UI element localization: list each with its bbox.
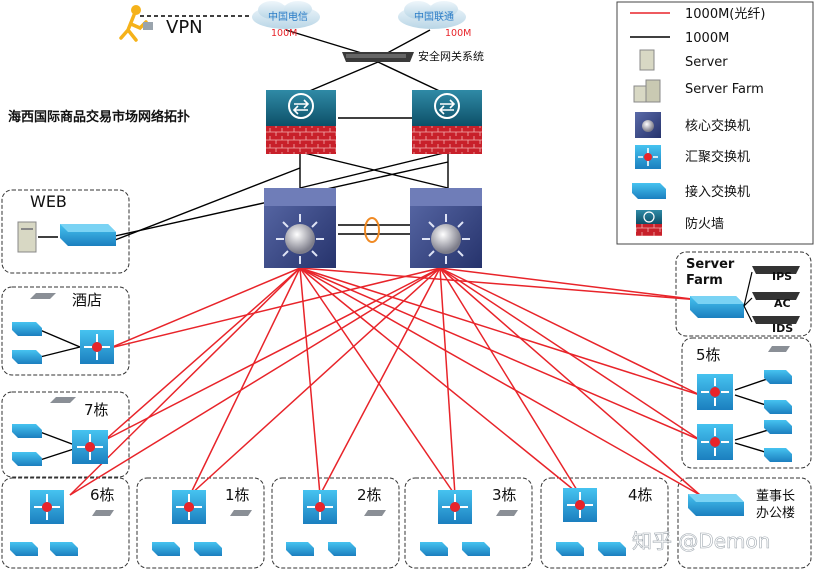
watermark: 知乎 @Demon — [632, 529, 770, 553]
b7-access-switch-1-icon — [12, 424, 42, 438]
hotel-wifi-ap-icon — [30, 293, 56, 299]
hotel-group-label: 酒店 — [72, 291, 102, 309]
exec-access-switch-icon — [688, 494, 744, 516]
b4-access-switches-icon — [556, 542, 626, 556]
firewall-left-icon — [266, 90, 336, 154]
legend-server-icon — [639, 49, 655, 71]
ids-label: IDS — [772, 322, 793, 335]
b1-aggregation-switch-icon — [172, 490, 206, 524]
server-farm-group-box — [675, 251, 812, 337]
b6-aggregation-switch-icon — [30, 490, 64, 524]
legend-access-switch-icon — [632, 183, 666, 199]
legend-firewall-label: 防火墙 — [685, 216, 724, 232]
hotel-access-switch-2-icon — [12, 350, 42, 364]
b2-group-label: 2栋 — [357, 486, 382, 504]
b5-aggregation-switch-1-icon — [697, 374, 733, 410]
b2-group-box — [271, 477, 400, 569]
b6-group-label: 6栋 — [90, 486, 115, 504]
isp2-bandwidth: 100M — [445, 28, 471, 39]
ac-appliance-icon — [752, 292, 800, 300]
b4-aggregation-switch-icon — [563, 488, 597, 522]
web-server-icon — [17, 221, 37, 253]
gateway-label: 安全网关系统 — [418, 49, 484, 63]
b2-access-switches-icon — [286, 510, 386, 556]
server-farm-switch-icon — [690, 296, 744, 318]
link-aggregation-ring — [364, 217, 380, 243]
b4-group-label: 4栋 — [628, 486, 653, 504]
b3-group-label: 3栋 — [492, 486, 517, 504]
ids-appliance-icon — [752, 316, 800, 324]
legend-aggregation-label: 汇聚交换机 — [685, 149, 750, 165]
b7-aggregation-switch-icon — [72, 430, 108, 464]
legend: 1000M(光纤) 1000M Server Server Farm 核心交换机… — [630, 7, 765, 236]
legend-server-farm-label: Server Farm — [685, 82, 764, 97]
exec-group-label-line2: 办公楼 — [756, 506, 795, 521]
web-group-label: WEB — [30, 192, 67, 211]
legend-server-label: Server — [685, 55, 728, 70]
exec-group-box — [677, 477, 812, 569]
diagram-title: 海西国际商品交易市场网络拓扑 — [8, 109, 190, 125]
b5-group-box — [681, 337, 812, 469]
fiber-links — [69, 267, 701, 496]
hotel-group-box — [1, 286, 130, 376]
legend-core-label: 核心交换机 — [685, 118, 750, 134]
legend-firewall-icon — [636, 210, 662, 236]
core-switch-right-icon — [410, 188, 482, 268]
hotel-access-switch-1-icon — [12, 322, 42, 336]
web-group-box — [1, 189, 130, 274]
exec-group-label-line1: 董事长 — [756, 489, 795, 504]
legend-core-switch-icon — [635, 112, 661, 138]
hotel-aggregation-switch-icon — [80, 330, 114, 364]
b1-group-box — [136, 477, 265, 569]
legend-aggregation-switch-icon — [635, 145, 661, 169]
copper-links — [38, 15, 776, 461]
vpn-label: VPN — [166, 17, 203, 38]
ips-appliance-icon — [752, 266, 800, 274]
b5-group-label: 5栋 — [696, 346, 721, 364]
isp-cloud-unicom: 中国联通 100M — [398, 1, 471, 39]
vpn-user-icon — [119, 5, 153, 42]
b6-group-box — [1, 477, 130, 569]
b1-group-label: 1栋 — [225, 486, 250, 504]
ac-label: AC — [774, 297, 791, 310]
isp2-name: 中国联通 — [414, 10, 454, 23]
b1-access-switches-icon — [152, 510, 252, 556]
core-switch-left-icon — [264, 188, 336, 268]
b7-access-switch-2-icon — [12, 452, 42, 466]
legend-fiber-label: 1000M(光纤) — [685, 7, 765, 22]
b6-access-switches-icon — [10, 510, 114, 556]
isp-cloud-telecom: 中国电信 100M — [252, 1, 320, 39]
server-farm-title-line1: Server — [686, 257, 735, 272]
legend-copper-label: 1000M — [685, 31, 729, 46]
b5-aggregation-switch-2-icon — [697, 424, 733, 460]
legend-server-farm-icon — [633, 79, 661, 103]
server-farm-title-line2: Farm — [686, 273, 723, 288]
security-gateway-icon — [342, 52, 414, 62]
b7-group-label: 7栋 — [84, 401, 109, 419]
web-access-switch-icon — [60, 224, 116, 246]
b4-group-box — [540, 477, 669, 569]
firewall-right-icon — [412, 90, 482, 154]
legend-access-label: 接入交换机 — [685, 184, 750, 200]
isp1-name: 中国电信 — [268, 10, 308, 23]
b2-aggregation-switch-icon — [303, 490, 337, 524]
b3-aggregation-switch-icon — [438, 490, 472, 524]
b3-access-switches-icon — [420, 510, 518, 556]
isp1-bandwidth: 100M — [271, 28, 297, 39]
b3-group-box — [404, 477, 533, 569]
legend-box — [616, 1, 814, 245]
b7-wifi-ap-icon — [50, 397, 76, 403]
ips-label: IPS — [772, 270, 792, 283]
b5-access-switches-icon — [764, 346, 792, 462]
